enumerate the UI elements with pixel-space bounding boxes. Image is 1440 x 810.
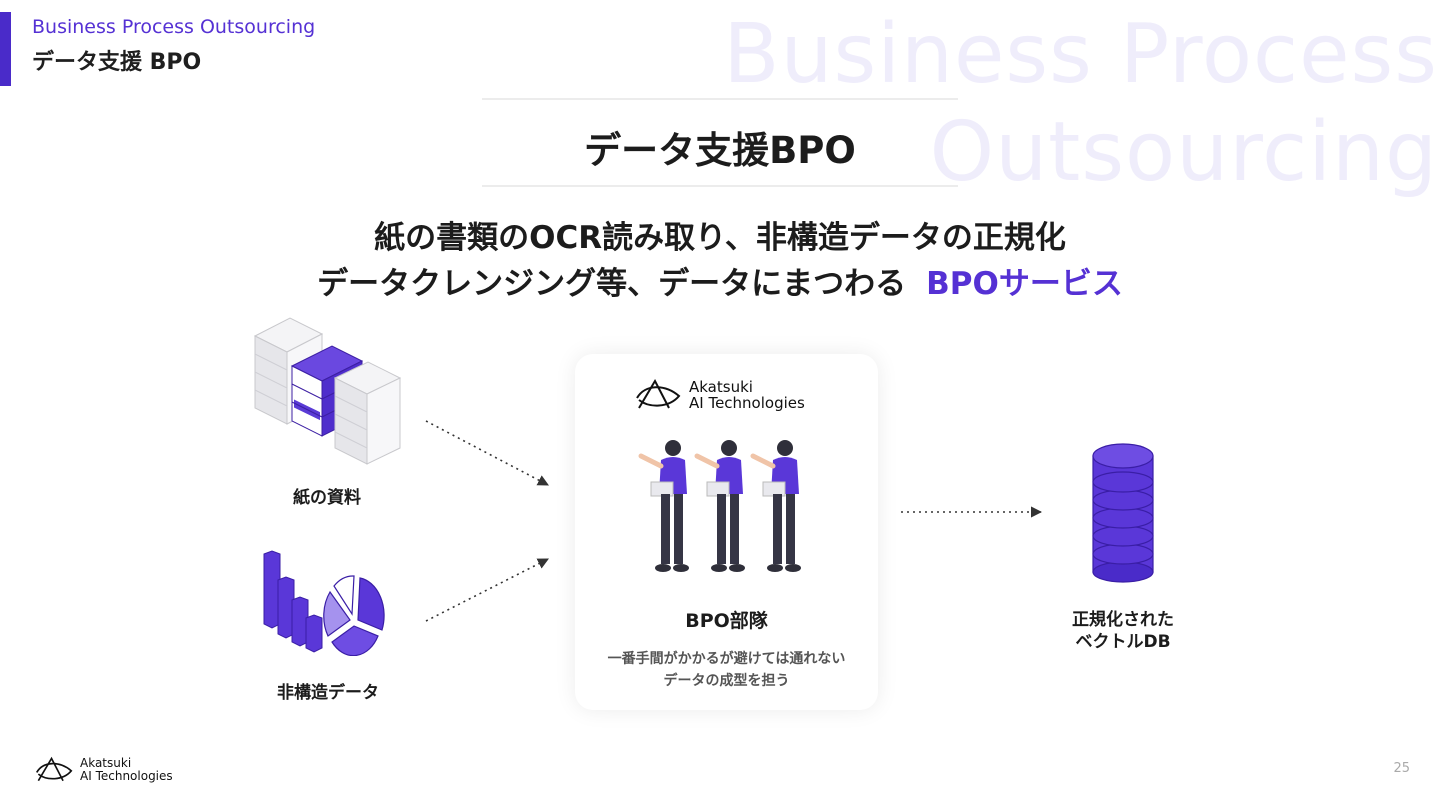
page-title: データ支援BPO (482, 120, 958, 174)
footer-logo-line-2: AI Technologies (80, 770, 173, 783)
bpo-team-card: Akatsuki AI Technologies (575, 354, 878, 710)
unstructured-label: 非構造データ (258, 678, 398, 703)
subhead-line-2-text: データクレンジング等、データにまつわる (317, 266, 906, 302)
arrow-paper-to-bpo (426, 421, 548, 485)
vector-db-label-line-2: ベクトルDB (1045, 631, 1201, 653)
footer-logo: Akatsuki AI Technologies (34, 756, 173, 784)
subhead-line-1: 紙の書類のOCR読み取り、非構造データの正規化 (220, 212, 1220, 257)
subhead-line-2: データクレンジング等、データにまつわる BPOサービス (220, 258, 1220, 303)
card-title: BPO部隊 (575, 606, 878, 633)
vector-db-label-line-1: 正規化された (1045, 609, 1201, 631)
akatsuki-logo-icon (635, 378, 681, 412)
title-rule-bottom (482, 185, 958, 187)
card-logo-line-1: Akatsuki (689, 379, 805, 395)
team-member-1 (641, 440, 689, 572)
team-illustration (633, 436, 813, 586)
title-rule-top (482, 98, 958, 100)
input-arrows (420, 415, 560, 630)
card-logo-line-2: AI Technologies (689, 395, 805, 411)
akatsuki-logo-icon (34, 756, 74, 784)
vector-db-icon (1085, 440, 1161, 586)
accent-bar (0, 12, 11, 86)
paper-label: 紙の資料 (262, 483, 392, 508)
team-member-2 (697, 440, 745, 572)
page-number: 25 (1393, 761, 1410, 776)
section-title-jp: データ支援 BPO (32, 44, 201, 76)
arrow-data-to-bpo (426, 559, 548, 621)
section-title-en: Business Process Outsourcing (32, 16, 315, 38)
vector-db-label: 正規化された ベクトルDB (1045, 609, 1201, 653)
card-logo: Akatsuki AI Technologies (635, 378, 805, 412)
subhead-highlight: BPOサービス (926, 266, 1123, 302)
card-description: 一番手間がかかるが避けては通れない データの成型を担う (575, 648, 878, 692)
output-arrow (895, 504, 1050, 520)
card-desc-line-2: データの成型を担う (575, 670, 878, 692)
watermark-line-1: Business Process (723, 6, 1438, 104)
team-member-3 (753, 440, 801, 572)
paper-documents-icon (250, 316, 405, 466)
card-desc-line-1: 一番手間がかかるが避けては通れない (575, 648, 878, 670)
unstructured-data-icon (258, 548, 393, 656)
